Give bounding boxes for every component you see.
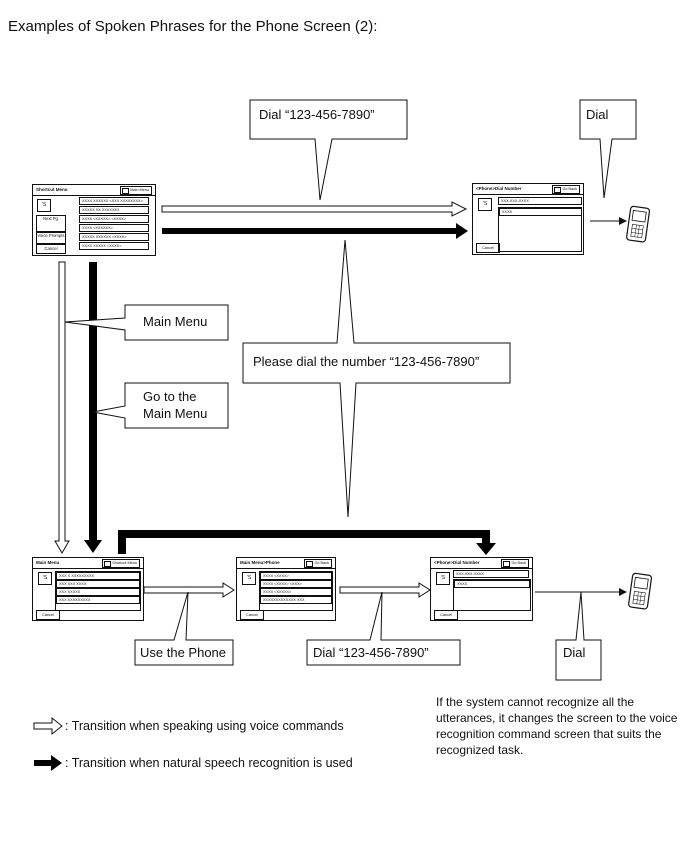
voice-arrow-down (54, 261, 70, 554)
voice-icon: ʼS (478, 198, 492, 211)
next-page-button[interactable]: Next Pg. (36, 215, 66, 232)
callout-text-dial-number-bottom: Dial “123-456-7890” (313, 645, 429, 660)
shortcut-menu-screen: Shortcut Menu Main Menu ʼS Next Pg. Voic… (32, 184, 156, 256)
list-item[interactable]: XXXX (499, 208, 582, 216)
callout-text-go-to-line1: Go to the (143, 389, 197, 404)
speech-arrow-bracket (118, 530, 496, 555)
callout-text-go-to-line2: Main Menu (143, 406, 208, 421)
callout-text-dial-number-top: Dial “123-456-7890” (259, 107, 375, 122)
cancel-button[interactable]: Cancel (476, 243, 500, 253)
mobile-phone-icon (628, 572, 653, 610)
phone-menu-screen: Main Menu>Phone Go Back ʼS XXXX <XXXX> X… (236, 557, 336, 621)
voice-icon (104, 561, 112, 567)
voice-arrow-bottom-1 (143, 582, 235, 598)
voice-prompts-button[interactable]: Voice Prompts (36, 232, 66, 244)
list-item[interactable]: XXXX <XXXX> <XXX> (260, 580, 332, 588)
callout-text-use-the-phone: Use the Phone (140, 645, 227, 660)
callout-go-to-main-menu (92, 382, 229, 429)
callout-dial-number-top (249, 99, 408, 201)
voice-icon: ʼS (38, 572, 52, 585)
voice-icon: ʼS (242, 572, 256, 585)
number-display: XXX-XXX-XXXX (453, 570, 529, 578)
screen-title: Main Menu>Phone (240, 560, 280, 565)
list-item[interactable]: XXXX <XXXXX> (260, 588, 332, 596)
dial-number-screen-top: <Phone>Dial Number Go Back ʼS XXX-XXX-XX… (472, 183, 584, 255)
screen-title: <Phone>Dial Number (476, 186, 522, 191)
go-back-button[interactable]: Go Back (501, 559, 529, 568)
main-menu-button[interactable]: Main Menu (120, 186, 152, 195)
list-item[interactable]: XXXXX XXXXXX <XXXX> (79, 233, 149, 241)
list-item[interactable]: XXXX <XXXXXX> (79, 224, 149, 232)
list-item[interactable]: XXX XXXXXXXXX (56, 596, 140, 604)
screen-title: Main Menu (36, 560, 60, 565)
callout-please-dial (242, 239, 511, 518)
list-item[interactable]: XXXX XXXXX <XXXX> (79, 242, 149, 250)
screen-title: Shortcut Menu (36, 187, 68, 192)
screen-title: <Phone>Dial Number (434, 560, 480, 565)
number-display: XXX-XXX-XXXX (498, 197, 582, 205)
callout-main-menu (64, 304, 229, 341)
list-item[interactable]: XXX XXXXX (56, 588, 140, 596)
voice-icon (306, 561, 314, 567)
recognition-note: If the system cannot recognize all the u… (436, 695, 678, 757)
list-item[interactable]: XXXXX XX XXXXXXX (79, 206, 149, 214)
command-list (498, 207, 582, 252)
mobile-phone-icon (626, 205, 651, 243)
list-item[interactable]: XXX X XXXXXXXXX (56, 572, 140, 580)
list-item[interactable]: XXX XXX XXXX (56, 580, 140, 588)
callout-dial-top (579, 99, 637, 199)
list-item[interactable]: XXXX <XXXXX> <XXXX> (79, 215, 149, 223)
callout-text-dial-top: Dial (586, 107, 609, 122)
cancel-button[interactable]: Cancel (434, 610, 458, 620)
callout-text-main-menu: Main Menu (143, 314, 208, 329)
voice-icon (122, 188, 130, 194)
callout-dial-bottom (555, 591, 602, 681)
command-list (55, 571, 141, 611)
speech-arrow-top (162, 223, 468, 239)
screen-header (431, 558, 532, 569)
voice-arrow-bottom-2 (339, 582, 431, 598)
page-title: Examples of Spoken Phrases for the Phone… (8, 18, 378, 35)
legend-solid-arrow-icon (34, 755, 62, 771)
voice-icon: ʼS (37, 199, 51, 212)
list-item[interactable]: XXXX <XXXX> (260, 572, 332, 580)
go-back-button[interactable]: Go Back (304, 559, 332, 568)
shortcut-menu-button[interactable]: Shortcut Menu (102, 559, 140, 568)
callout-text-dial-bottom: Dial (563, 645, 586, 660)
legend-voice-commands: : Transition when speaking using voice c… (65, 719, 344, 733)
voice-icon (554, 187, 562, 193)
legend-natural-speech: : Transition when natural speech recogni… (65, 756, 353, 770)
callout-text-please-dial: Please dial the number “123-456-7890” (253, 354, 480, 369)
legend-hollow-arrow-icon (33, 716, 63, 736)
callout-use-the-phone (134, 591, 234, 666)
screen-header (33, 185, 155, 196)
list-item[interactable]: XXXX (454, 580, 530, 588)
command-list (453, 579, 531, 611)
cancel-button[interactable]: Cancel (36, 610, 60, 620)
list-item[interactable]: XXXXXXXXXXXXX XXX (260, 596, 332, 604)
list-item[interactable]: XXXX XXXXXX <XXX XXXXXXXX> (79, 197, 149, 205)
speech-arrow-down (84, 262, 102, 553)
voice-icon: ʼS (436, 572, 450, 585)
callout-dial-number-bottom (306, 591, 461, 666)
voice-arrow-top (161, 201, 468, 217)
screen-header (473, 184, 583, 195)
voice-icon (503, 561, 511, 567)
cancel-button[interactable]: Cancel (36, 244, 66, 254)
screen-header (237, 558, 335, 569)
go-back-button[interactable]: Go Back (552, 185, 580, 194)
command-list (259, 571, 333, 611)
cancel-button[interactable]: Cancel (240, 610, 264, 620)
main-menu-screen: Main Menu Shortcut Menu ʼS XXX X XXXXXXX… (32, 557, 144, 621)
screen-header (33, 558, 143, 569)
dial-number-screen-bottom: <Phone>Dial Number Go Back ʼS XXX-XXX-XX… (430, 557, 533, 621)
